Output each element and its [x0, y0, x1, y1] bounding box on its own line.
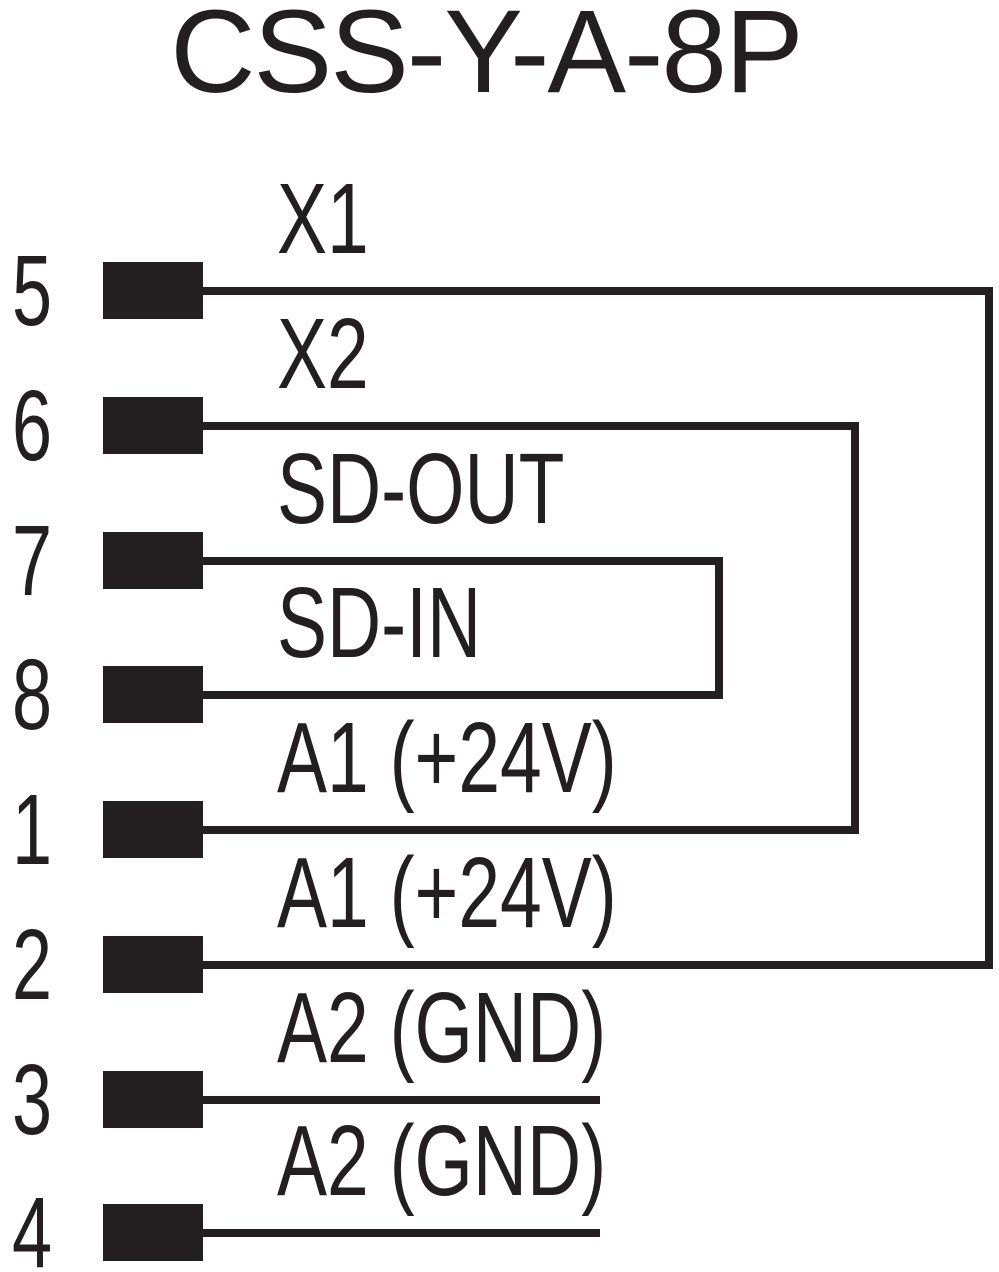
pin-contact-5	[103, 262, 203, 319]
signal-label-a1-plus24v-2: A1 (+24V)	[277, 837, 617, 949]
wire-pin4	[203, 1229, 600, 1237]
pin-number-1: 1	[11, 774, 53, 886]
wire-pin7	[203, 557, 723, 565]
pin-contact-8	[103, 666, 203, 723]
pin-contact-6	[103, 397, 203, 454]
pin-number-5: 5	[11, 235, 53, 347]
pin-number-3: 3	[11, 1044, 53, 1156]
pin-contact-1	[103, 801, 203, 858]
wire-pin1	[203, 826, 859, 834]
signal-label-a2-gnd-2: A2 (GND)	[277, 1105, 607, 1217]
signal-label-a1-plus24v: A1 (+24V)	[277, 702, 617, 814]
pin-contact-3	[103, 1071, 203, 1128]
pin-contact-4	[103, 1204, 203, 1261]
diagram-title: CSS-Y-A-8P	[170, 0, 803, 118]
wire-pin5	[203, 287, 993, 295]
signal-label-sd-in: SD-IN	[277, 567, 482, 679]
pin-contact-2	[103, 936, 203, 993]
signal-label-x2: X2	[277, 298, 369, 410]
pin-number-8: 8	[11, 639, 53, 751]
wire-pin3	[203, 1096, 600, 1104]
pin-contact-7	[103, 532, 203, 589]
pin-number-4: 4	[11, 1177, 53, 1272]
wire-pin2	[203, 961, 993, 969]
wire-pin6	[203, 422, 859, 430]
bridge-pin5-to-pin2	[985, 287, 993, 969]
bridge-pin7-to-pin8	[715, 557, 723, 699]
signal-label-x1: X1	[277, 163, 369, 275]
signal-label-a2-gnd: A2 (GND)	[277, 972, 607, 1084]
pin-number-6: 6	[11, 370, 53, 482]
bridge-pin6-to-pin1	[851, 422, 859, 834]
wire-pin8	[203, 691, 723, 699]
pin-number-2: 2	[11, 909, 53, 1021]
signal-label-sd-out: SD-OUT	[277, 433, 565, 545]
pin-number-7: 7	[11, 505, 53, 617]
